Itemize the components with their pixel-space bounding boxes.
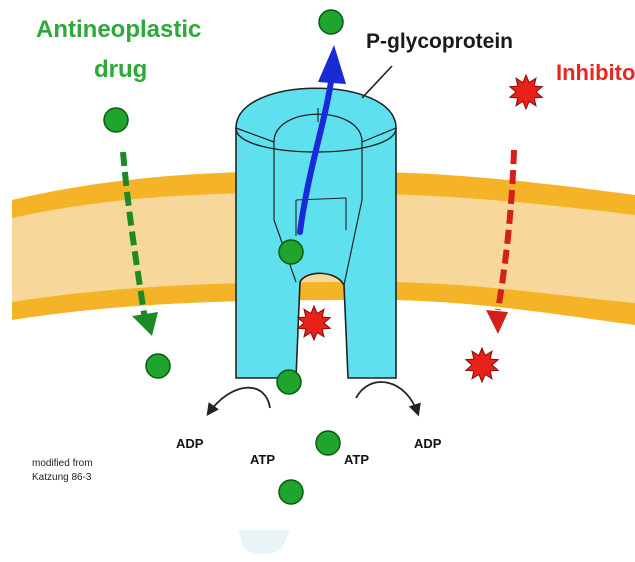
watermark-shape [238,530,290,554]
atp-label-left: ATP [250,452,275,467]
drug-molecule-cytoplasm [316,431,340,455]
adp-label-left: ADP [176,436,203,451]
drug-molecule-cytoplasm [277,370,301,394]
credit-line2: Katzung 86-3 [32,471,92,484]
atp-hydrolysis-arrow-right [356,382,418,414]
credit-line1: modified from [32,457,93,470]
drug-molecule-inside [146,354,170,378]
adp-label-right: ADP [414,436,441,451]
atp-label-right: ATP [344,452,369,467]
drug-molecule-bound [279,240,303,264]
inhibitor-molecule-inside [466,348,498,382]
drug-molecule-exported [319,10,343,34]
protein-pointer-line [362,66,392,98]
drug-label-line2: drug [94,56,147,84]
drug-label-line1: Antineoplastic [36,16,201,44]
inhibitor-molecule-outside [510,75,542,109]
drug-molecule-outside [104,108,128,132]
protein-label: P-glycoprotein [366,30,513,54]
drug-molecule-cytoplasm [279,480,303,504]
inhibitor-label: Inhibitor [556,60,635,86]
inhibitor-molecule-bound [298,306,330,340]
atp-hydrolysis-arrow-left [208,388,270,414]
